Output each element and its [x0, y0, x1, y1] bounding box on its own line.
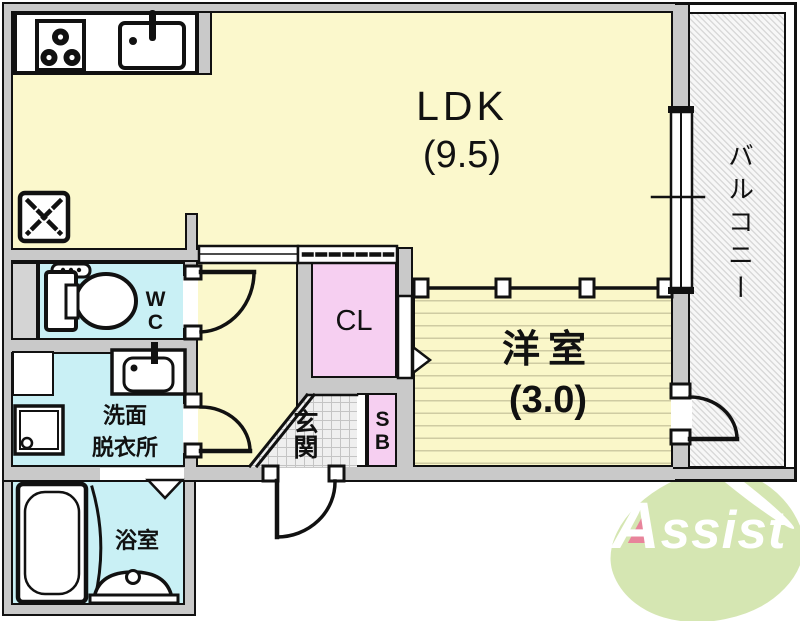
bathroom-doorway — [100, 468, 184, 480]
shoe-box-label: SB — [371, 408, 394, 454]
closet-pillar — [397, 247, 413, 297]
bathroom-label: 浴室 — [114, 528, 159, 554]
balcony-floor — [688, 12, 786, 468]
assist-logo-text: Assist — [612, 487, 786, 563]
assist-logo-rest: ssist — [660, 501, 787, 560]
room-shoe-box — [367, 393, 397, 467]
washroom-doorway — [183, 404, 198, 453]
ldk-label: LDK — [416, 83, 508, 130]
assist-logo-first-letter: A — [612, 488, 661, 562]
western-room-size-label: (3.0) — [508, 379, 588, 422]
wall-stub — [185, 213, 198, 250]
ldk-size-label: (9.5) — [422, 134, 502, 177]
balcony — [675, 2, 797, 482]
room-ldk — [11, 11, 673, 248]
wc-label: WC — [144, 288, 167, 334]
room-closet — [311, 262, 397, 378]
entrance-doorway — [264, 468, 344, 482]
washroom-label-line2: 脱衣所 — [91, 435, 158, 460]
kitchen-pillar — [197, 11, 212, 75]
closet-label: CL — [335, 305, 373, 338]
wall-band-ldk — [11, 248, 200, 262]
pipe-duct — [11, 262, 38, 340]
western-room-label: 洋室 — [501, 329, 594, 372]
room-western — [413, 287, 673, 467]
washroom-label: 洗面 脱衣所 — [50, 400, 200, 464]
balcony-doorway — [671, 397, 692, 432]
entrance-label: 玄関 — [290, 409, 318, 459]
room-ldk-lower — [413, 248, 673, 287]
balcony-label: バルコニー — [724, 142, 755, 307]
wc-doorway — [183, 276, 198, 328]
washroom-label-line1: 洗面 — [102, 403, 147, 428]
